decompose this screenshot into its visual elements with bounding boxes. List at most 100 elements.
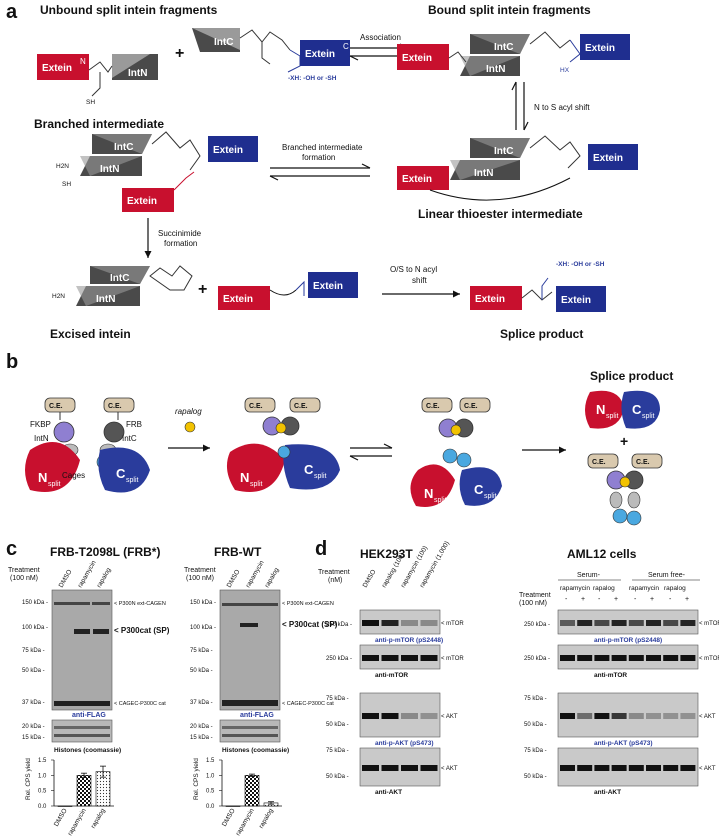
c-y-label: Rel. CPS yield	[193, 758, 200, 800]
branched-formation-label-2: formation	[302, 153, 335, 162]
c-bar	[76, 775, 92, 807]
d-right-band	[594, 655, 610, 661]
svg-text:+: +	[620, 433, 628, 449]
d-right-band	[663, 620, 679, 626]
c-band-label: < P300cat (SP)	[282, 620, 338, 629]
d-right-band	[628, 713, 644, 719]
d-kda-label: 50 kDa -	[326, 722, 349, 728]
svg-text:Extein: Extein	[213, 145, 243, 156]
svg-text:split: split	[126, 477, 139, 484]
c-antibody-label: anti-FLAG	[240, 712, 274, 719]
d-treatment-label: Treatment	[318, 569, 350, 576]
d-right-band	[611, 713, 627, 719]
svg-text:Treatment: Treatment	[8, 567, 40, 574]
d-right-antibody: anti-mTOR	[594, 672, 627, 679]
d-right-band	[663, 655, 679, 661]
c-x-tick-label: rapamycin	[235, 807, 256, 837]
d-left-band	[381, 620, 399, 626]
svg-text:Extein: Extein	[223, 294, 253, 305]
unbound-extein-c: Extein C	[300, 40, 350, 66]
d-kda-label: 250 kDa -	[524, 656, 550, 662]
c-kda-label: 37 kDa -	[190, 700, 213, 706]
d-plus-sign: +	[650, 596, 654, 603]
svg-text:IntC: IntC	[214, 37, 233, 48]
d-right-band	[577, 655, 593, 661]
d-kda-label: 250 kDa -	[326, 622, 352, 628]
c-y-tick-label: 0.5	[38, 789, 47, 795]
h2n-2: H2N	[52, 293, 65, 300]
svg-text:split: split	[314, 473, 327, 480]
svg-text:N: N	[596, 402, 605, 417]
svg-text:split: split	[250, 481, 263, 488]
b-splice-product: Splice product N split C split + C.E. C.…	[585, 369, 673, 526]
xh-note-1: -XH: -OH or -SH	[288, 75, 337, 82]
c-right-blot: Treatment (100 nM)	[184, 567, 281, 743]
c-y-tick-label: 0.5	[206, 789, 215, 795]
c-kda-label: 20 kDa -	[190, 724, 213, 730]
d-band-label: < mTOR	[441, 656, 464, 662]
d-right-band	[577, 713, 593, 719]
splice-product-a: Extein Extein	[470, 277, 606, 312]
svg-text:C.E.: C.E.	[426, 403, 440, 410]
panel-label-c: c	[6, 538, 17, 560]
svg-text:IntC: IntC	[114, 142, 133, 153]
bound-title: Bound split intein fragments	[428, 3, 591, 17]
c-band-label: < P300N ext-CAGEN	[114, 601, 166, 607]
c-bar	[244, 775, 260, 807]
association-label: Association	[360, 33, 401, 42]
c-left-lane-label: rapamycin	[77, 559, 98, 589]
c-band-label: < CAGEC-P300C cat	[282, 701, 334, 707]
svg-text:C: C	[343, 42, 349, 51]
d-band-label: < AKT	[699, 766, 716, 772]
svg-text:Extein: Extein	[585, 43, 615, 54]
svg-text:split: split	[642, 413, 655, 420]
svg-text:IntN: IntN	[474, 168, 493, 179]
d-band-label: < AKT	[699, 714, 716, 720]
c-y-tick-label: 1.0	[206, 773, 215, 779]
c-kda-label: 15 kDa -	[190, 735, 213, 741]
d-right-band	[628, 620, 644, 626]
svg-text:(100 nM): (100 nM)	[10, 575, 38, 582]
unbound-intc: IntC	[192, 28, 240, 52]
c-y-label: Rel. CPS yield	[25, 758, 32, 800]
d-serum-free-label: Serum free-	[648, 572, 686, 579]
d-right-antibody: anti-p-AKT (pS473)	[594, 740, 653, 747]
branched-formation-arrows	[269, 163, 371, 181]
panel-label-a: a	[6, 1, 18, 23]
d-left-title: HEK293T	[360, 547, 413, 561]
d-right-band	[611, 655, 627, 661]
d-right-band	[594, 713, 610, 719]
svg-text:C.E.: C.E.	[49, 403, 63, 410]
branched-complex: IntN IntC Extein Extein	[80, 131, 258, 212]
b-stage-3: C.E. C.E. N split C split	[410, 397, 502, 507]
d-band-label: < AKT	[441, 714, 458, 720]
d-plus-sign: +	[614, 596, 618, 603]
d-left-band	[362, 620, 379, 626]
d-kda-label: 250 kDa -	[524, 622, 550, 628]
excised-title: Excised intein	[50, 327, 131, 341]
rapalog-label: rapalog	[175, 407, 202, 416]
svg-text:C.E.: C.E.	[294, 403, 308, 410]
c-y-tick-label: 1.5	[206, 758, 215, 764]
d-minus-sign: -	[565, 596, 568, 603]
svg-text:Extein: Extein	[127, 196, 157, 207]
d-kda-label: 250 kDa -	[326, 656, 352, 662]
unbound-extein-n: Extein N	[37, 54, 89, 80]
svg-text:N: N	[80, 57, 86, 66]
d-right-band	[628, 655, 644, 661]
succinimide-label-2: formation	[164, 239, 197, 248]
c-kda-label: 150 kDa -	[190, 600, 216, 606]
d-right-band	[680, 713, 696, 719]
sh-2: SH	[62, 181, 71, 188]
d-right-band	[611, 765, 627, 771]
panel-label-d: d	[315, 538, 327, 560]
d-right-band	[663, 713, 679, 719]
svg-text:IntC: IntC	[494, 42, 513, 53]
c-x-tick-label: rapamycin	[67, 807, 88, 837]
d-right-band	[646, 765, 661, 771]
c-y-tick-label: 0.0	[38, 804, 47, 810]
d-kda-label: 75 kDa -	[326, 748, 349, 754]
